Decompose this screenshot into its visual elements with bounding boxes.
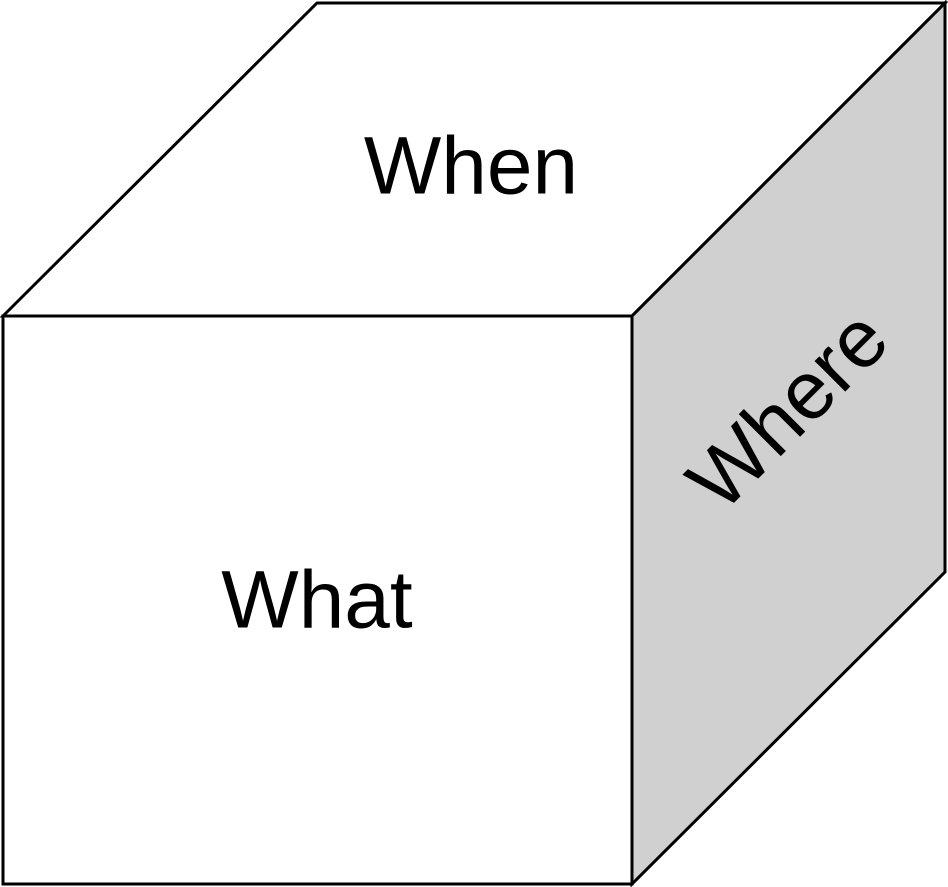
top-face-label: When <box>364 121 578 212</box>
cube-front-face <box>1 314 634 886</box>
front-face-label: What <box>221 555 413 646</box>
